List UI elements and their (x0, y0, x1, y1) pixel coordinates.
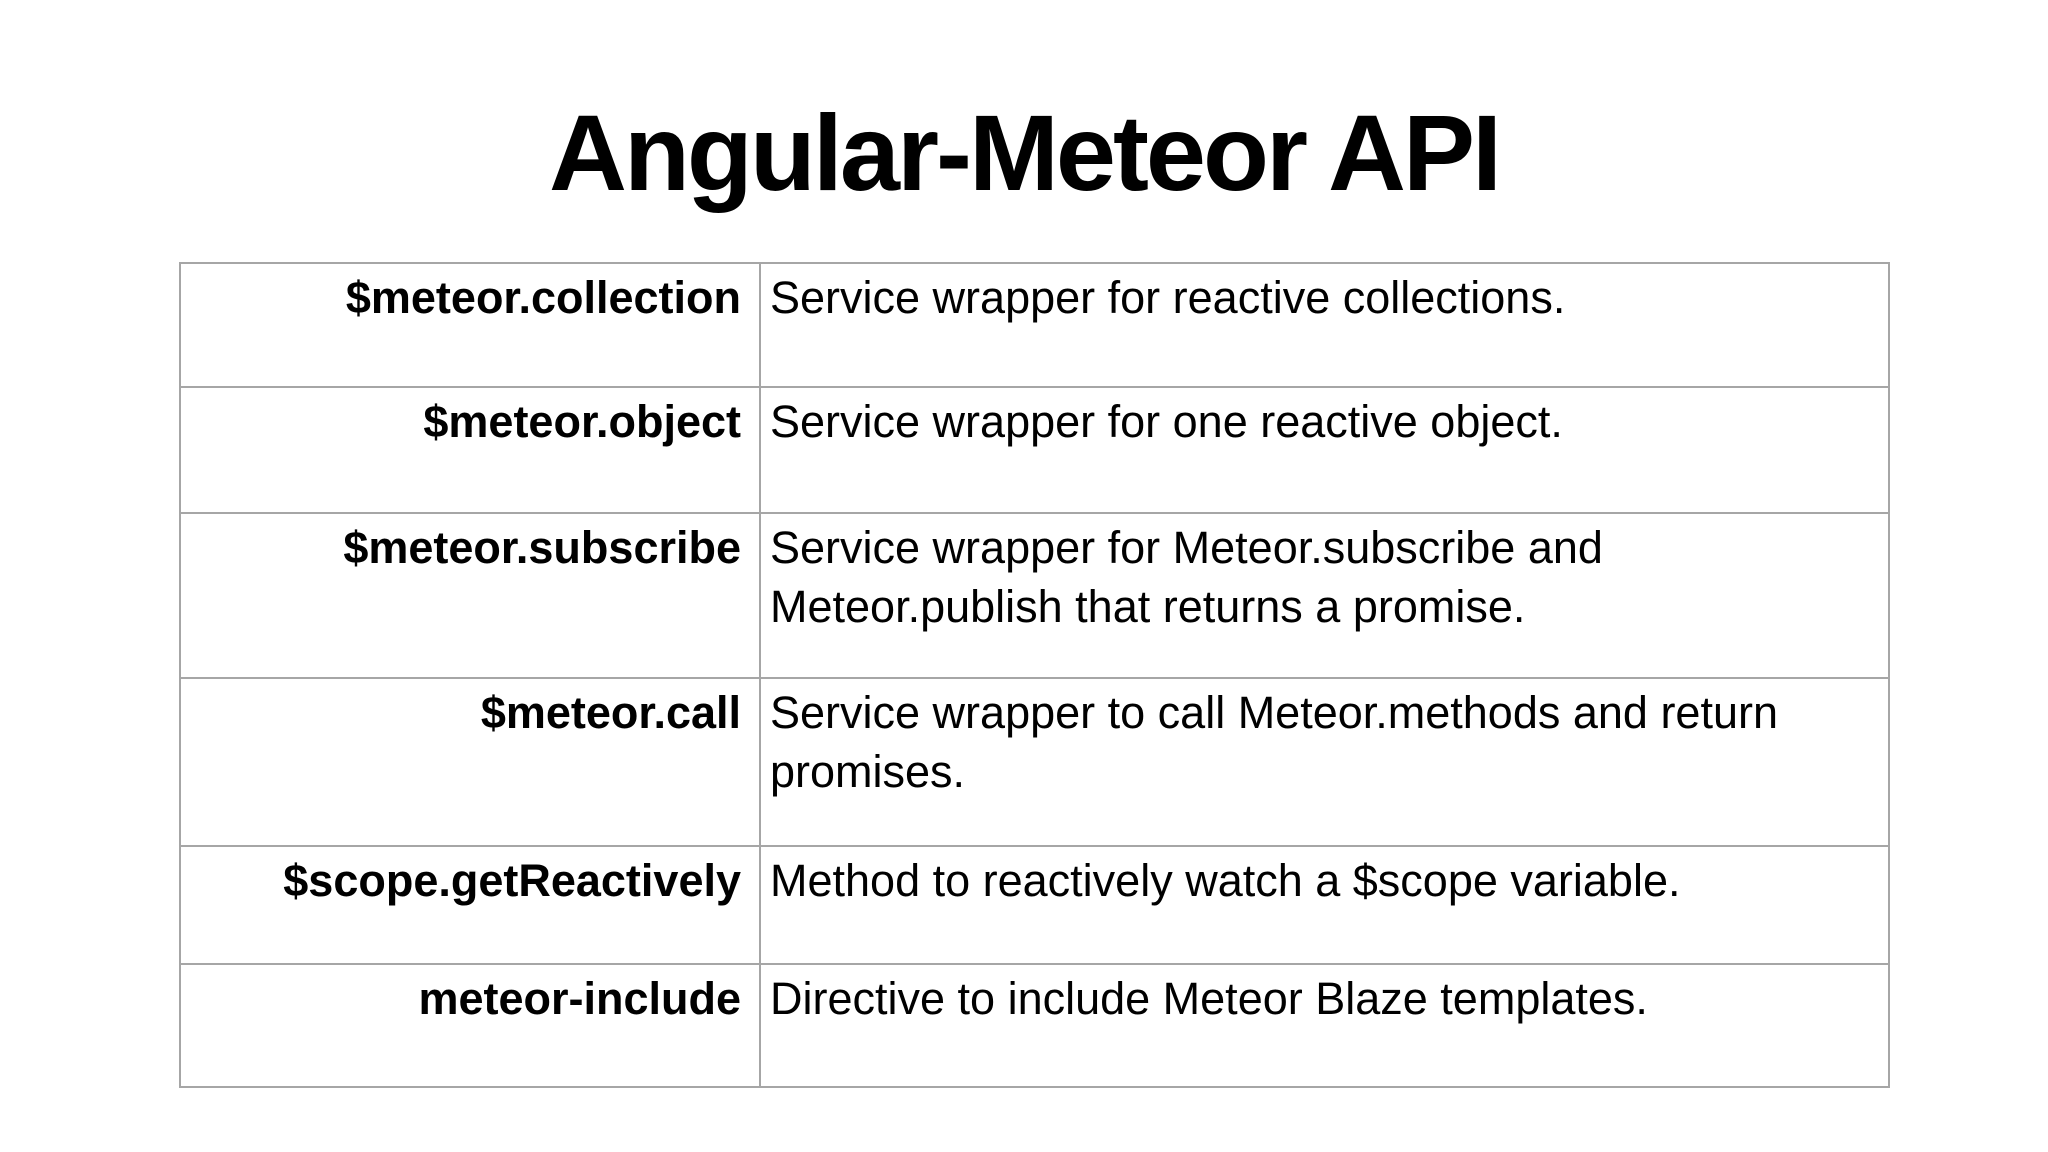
api-description-cell: Method to reactively watch a $scope vari… (759, 845, 1890, 965)
table-row: $meteor.call Service wrapper to call Met… (179, 677, 1890, 847)
table-row: meteor-include Directive to include Mete… (179, 963, 1890, 1088)
api-description-cell: Directive to include Meteor Blaze templa… (759, 963, 1890, 1088)
api-name-cell: $meteor.subscribe (179, 512, 761, 679)
api-description-cell: Service wrapper for one reactive object. (759, 386, 1890, 514)
api-name-cell: $meteor.object (179, 386, 761, 514)
api-table: $meteor.collection Service wrapper for r… (179, 262, 1890, 1088)
table-row: $meteor.collection Service wrapper for r… (179, 262, 1890, 388)
table-row: $scope.getReactively Method to reactivel… (179, 845, 1890, 965)
table-row: $meteor.subscribe Service wrapper for Me… (179, 512, 1890, 679)
page-title: Angular-Meteor API (548, 92, 1502, 213)
api-name-cell: $meteor.call (179, 677, 761, 847)
api-name-cell: $meteor.collection (179, 262, 761, 388)
api-name-cell: meteor-include (179, 963, 761, 1088)
api-name-cell: $scope.getReactively (179, 845, 761, 965)
api-description-cell: Service wrapper to call Meteor.methods a… (759, 677, 1890, 847)
api-description-cell: Service wrapper for Meteor.subscribe and… (759, 512, 1890, 679)
table-row: $meteor.object Service wrapper for one r… (179, 386, 1890, 514)
api-description-cell: Service wrapper for reactive collections… (759, 262, 1890, 388)
